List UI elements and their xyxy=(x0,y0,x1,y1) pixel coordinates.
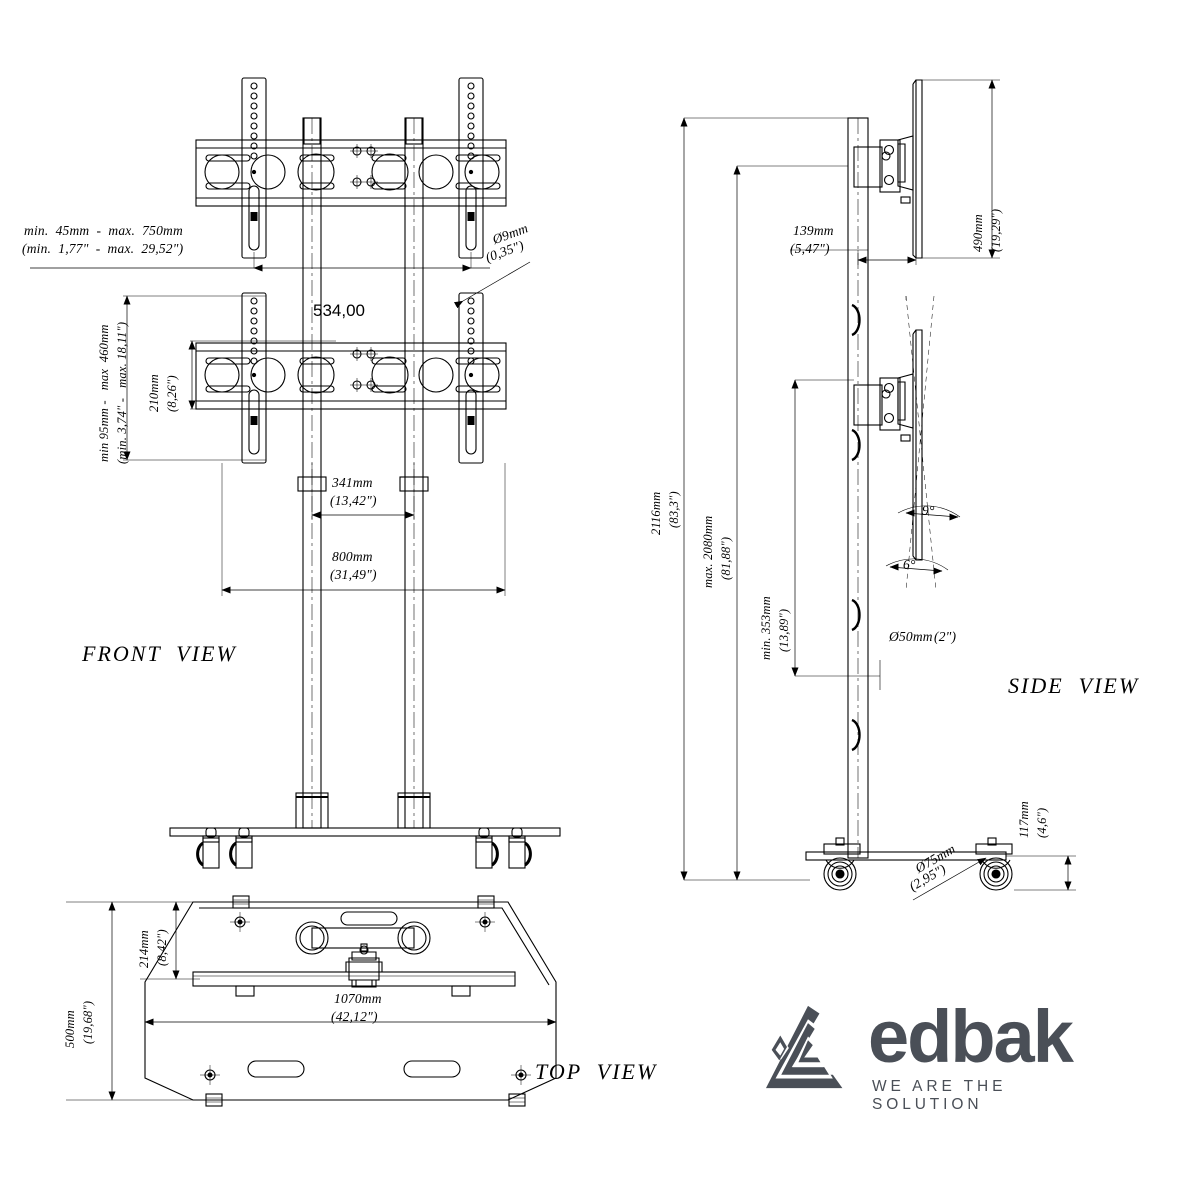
front-base-and-casters xyxy=(169,827,561,869)
dim-vesa-range-metric: min 95mm - max 460mm xyxy=(97,324,111,462)
front-view-label: FRONT VIEW xyxy=(82,641,237,666)
front-lower-bracket xyxy=(195,292,507,464)
dim-vesa-v-imperial: (8,26") xyxy=(165,375,179,412)
dim-screen-height-metric: 490mm xyxy=(971,214,985,252)
side-lower-screen xyxy=(853,295,937,591)
side-top-screen xyxy=(853,79,923,259)
dim-tilt-up: 9° xyxy=(922,503,935,518)
dim-min-mount-height-metric: min. 353mm xyxy=(759,596,773,660)
dim-column-to-screen-metric: 139mm xyxy=(793,223,834,238)
dim-column-spacing-imperial: (13,42") xyxy=(330,493,377,508)
top-view-label: TOP VIEW xyxy=(535,1059,658,1084)
side-dimension-lines xyxy=(680,79,1076,901)
dim-tube-diameter-metric: Ø50mm xyxy=(889,629,933,644)
dim-screen-height-imperial: (19,29") xyxy=(989,208,1003,252)
edbak-logo: edbak WE ARE THE SOLUTION xyxy=(760,995,1120,1113)
top-dimension-lines xyxy=(66,901,557,1101)
side-view-geometry xyxy=(805,79,1013,891)
dim-bracket-travel-metric: min. 45mm - max. 750mm xyxy=(24,223,183,238)
dim-max-mount-height-imperial: (81,88") xyxy=(719,536,733,580)
dim-total-height-metric: 2116mm xyxy=(649,491,663,535)
dim-tilt-down: 6° xyxy=(903,557,916,572)
dim-base-width-imperial: (31,49") xyxy=(330,567,377,582)
dim-vesa-range-imperial: (min. 3,74" - max. 18,11") xyxy=(115,321,129,464)
front-columns xyxy=(295,117,431,829)
dim-max-mount-height-metric: max. 2080mm xyxy=(701,515,715,588)
dim-tube-diameter-imperial: (2") xyxy=(934,629,957,644)
dim-bracket-travel-imperial: (min. 1,77" - max. 29,52") xyxy=(22,241,184,256)
edbak-tagline: WE ARE THE SOLUTION xyxy=(872,1078,1007,1113)
dim-base-depth-metric: 500mm xyxy=(63,1010,77,1048)
side-view-label: SIDE VIEW xyxy=(1008,673,1140,698)
dim-base-thickness-metric: 117mm xyxy=(1017,801,1031,838)
dim-inner-depth-imperial: (8,42") xyxy=(155,929,169,966)
dim-center-note: 534,00 xyxy=(313,301,365,320)
upper-vertical-rails xyxy=(241,77,484,259)
dim-inner-depth-metric: 214mm xyxy=(137,930,151,968)
dim-base-width-metric: 800mm xyxy=(332,549,373,564)
dim-base-depth-imperial: (19,68") xyxy=(81,1000,95,1044)
lower-vertical-rails xyxy=(241,292,484,464)
dim-base-length-metric: 1070mm xyxy=(334,991,382,1006)
front-view-geometry xyxy=(195,77,507,259)
front-dimension-lines xyxy=(30,252,531,596)
dim-column-to-screen-imperial: (5,47") xyxy=(790,241,830,256)
dim-vesa-v-metric: 210mm xyxy=(147,374,161,412)
dim-min-mount-height-imperial: (13,89") xyxy=(777,608,791,652)
dim-total-height-imperial: (83,3") xyxy=(667,491,681,528)
edbak-wordmark: edbak xyxy=(868,995,1074,1078)
edbak-triangle-mark xyxy=(765,1005,843,1089)
dim-base-thickness-imperial: (4,6") xyxy=(1035,807,1049,838)
dim-base-length-imperial: (42,12") xyxy=(331,1009,378,1024)
dim-column-spacing-metric: 341mm xyxy=(332,475,373,490)
